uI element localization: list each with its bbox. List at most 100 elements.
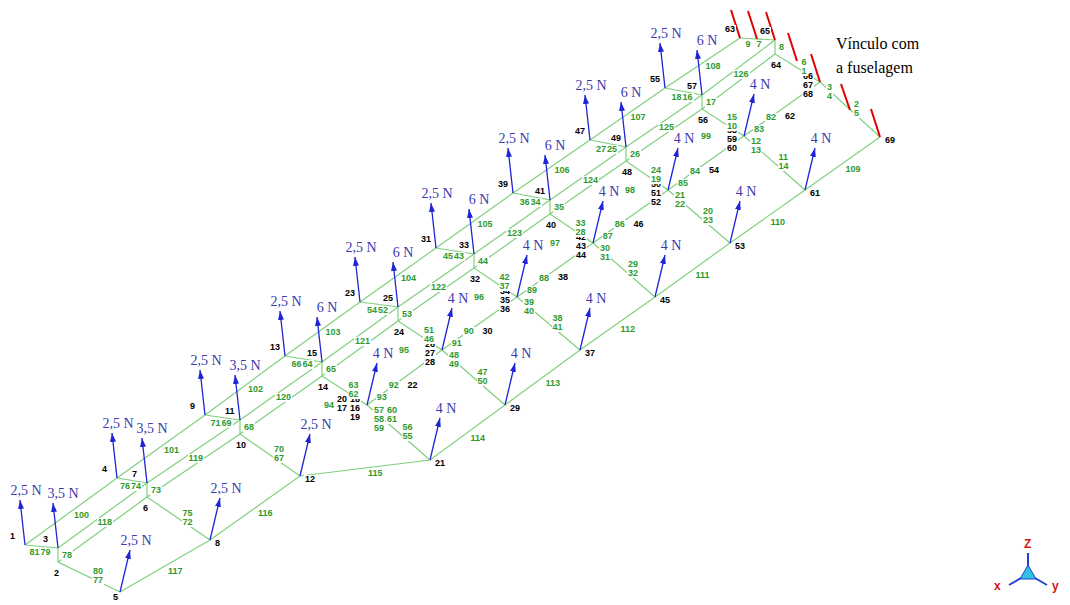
node-number: 57: [686, 82, 698, 91]
node-number: 32: [469, 275, 481, 284]
node-number: 65: [759, 27, 771, 36]
element-number: 105: [477, 220, 494, 229]
element-number: 79: [40, 548, 52, 557]
force-label: 4 N: [598, 184, 621, 199]
node-number: 40: [545, 221, 557, 230]
node-number: 1: [9, 532, 16, 541]
element-number: 15: [726, 113, 738, 122]
element-number: 26: [629, 150, 641, 159]
element-number: 75: [182, 509, 194, 518]
element-number: 29: [627, 260, 639, 269]
node-number: 25: [382, 294, 394, 303]
element-number: 7: [756, 40, 763, 49]
element-number: 41: [552, 323, 564, 332]
element-number: 98: [624, 186, 636, 195]
node-number: 30: [482, 327, 494, 336]
node-number: 12: [304, 475, 316, 484]
force-arrow: [235, 375, 240, 420]
element-number: 124: [582, 176, 599, 185]
element-number: 48: [448, 351, 460, 360]
element-number: 97: [549, 239, 561, 248]
element-number: 31: [599, 253, 611, 262]
node-number: 60: [726, 144, 738, 153]
force-label: 2,5 N: [269, 294, 302, 309]
axis-triad: [1009, 553, 1047, 585]
constraint-line: [841, 84, 850, 110]
element-number: 34: [530, 198, 542, 207]
element-number: 37: [499, 282, 511, 291]
element-number: 9: [745, 40, 752, 49]
force-arrow: [120, 550, 130, 592]
force-arrow: [300, 434, 310, 476]
element-number: 82: [765, 113, 777, 122]
force-label: 2,5 N: [189, 353, 222, 368]
node-number: 68: [802, 90, 814, 99]
element-number: 17: [705, 98, 717, 107]
element-number: 49: [448, 360, 460, 369]
element-number: 113: [545, 379, 562, 388]
node-number: 23: [344, 289, 356, 298]
element-number: 55: [402, 432, 414, 441]
element-number: 16: [682, 93, 694, 102]
force-arrow: [20, 500, 25, 545]
element-number: 72: [182, 518, 194, 527]
node-number: 56: [697, 116, 709, 125]
element-number: 126: [733, 70, 750, 79]
force-label: 3,5 N: [46, 486, 79, 501]
element-number: 28: [575, 228, 587, 237]
node-number: 69: [884, 136, 896, 145]
element-number: 73: [150, 486, 162, 495]
force-label: 4 N: [735, 184, 758, 199]
node-number: 9: [189, 402, 196, 411]
spar-bottom: [58, 54, 775, 562]
element-number: 13: [750, 146, 762, 155]
force-label: 2,5 N: [299, 417, 332, 432]
element-number: 6: [801, 58, 808, 67]
element-number: 50: [477, 377, 489, 386]
node-number: 48: [621, 168, 633, 177]
node-number: 10: [235, 441, 247, 450]
node-number: 55: [649, 75, 661, 84]
force-label: 6 N: [468, 192, 491, 207]
force-label: 4 N: [372, 346, 395, 361]
element-number: 96: [473, 293, 485, 302]
node-number: 29: [509, 404, 521, 413]
element-number: 61: [386, 415, 398, 424]
element-number: 66: [291, 360, 303, 369]
element-number: 91: [451, 339, 463, 348]
node-number: 62: [784, 112, 796, 121]
element-number: 95: [398, 346, 410, 355]
node-number: 41: [534, 187, 546, 196]
element-number: 59: [373, 424, 385, 433]
element-number: 119: [188, 454, 205, 463]
element-number: 18: [671, 93, 683, 102]
element-number: 65: [325, 365, 337, 374]
element-number: 120: [275, 393, 292, 402]
element-number: 47: [477, 368, 489, 377]
node-number: 47: [574, 127, 586, 136]
element-number: 39: [523, 298, 535, 307]
node-number: 67: [802, 81, 814, 90]
element-number: 117: [167, 567, 184, 576]
element-number: 23: [702, 216, 714, 225]
node-number: 5: [112, 593, 119, 602]
element-number: 92: [388, 381, 400, 390]
element-number: 74: [130, 482, 142, 491]
element-number: 33: [575, 219, 587, 228]
node-number: 8: [214, 539, 221, 548]
rib: [740, 38, 880, 137]
force-arrow: [655, 255, 665, 297]
element-number: 11: [778, 153, 790, 162]
force-label: 6 N: [696, 33, 719, 48]
element-number: 71: [210, 419, 222, 428]
element-number: 51: [423, 326, 435, 335]
element-number: 81: [29, 548, 41, 557]
force-label: 4 N: [673, 131, 696, 146]
node-number: 64: [770, 61, 782, 70]
element-number: 25: [606, 145, 618, 154]
element-number: 38: [552, 314, 564, 323]
element-number: 114: [470, 434, 487, 443]
node-number: 52: [650, 198, 662, 207]
element-number: 115: [367, 469, 384, 478]
element-number: 68: [243, 423, 255, 432]
